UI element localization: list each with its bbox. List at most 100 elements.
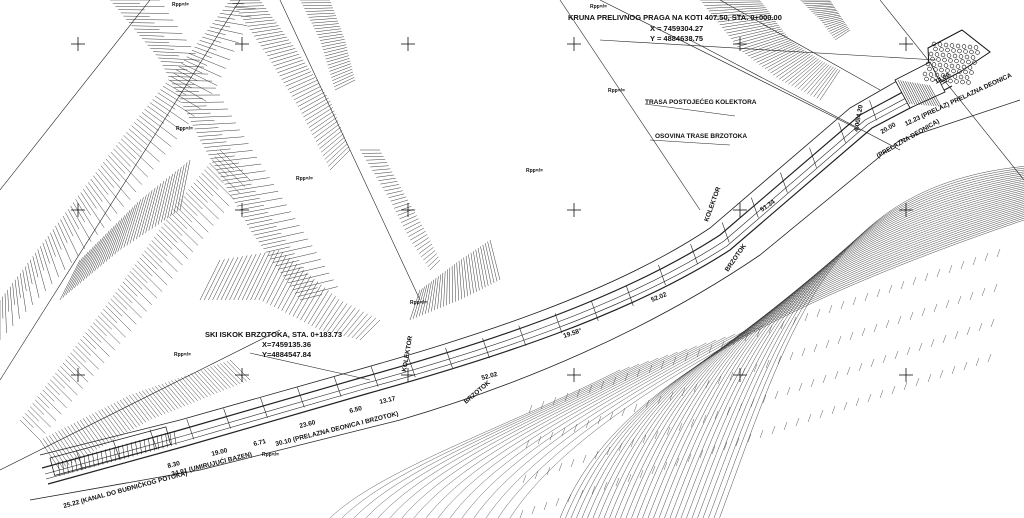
hatch-line [321, 39, 345, 44]
spot-elevation: Rpp=/= [608, 88, 625, 94]
hatch-line [126, 132, 160, 162]
hatch-line [160, 61, 184, 63]
hatch-line [285, 272, 308, 313]
riprap-stone [958, 54, 964, 59]
hatch-line [823, 19, 844, 26]
riprap-stone [942, 57, 947, 63]
riprap-stone [969, 70, 974, 75]
riprap-stone [945, 68, 950, 73]
contour-line [609, 203, 1024, 518]
hatch-line [168, 76, 192, 78]
riprap-stone [933, 46, 938, 52]
chute-section-mark [186, 419, 195, 440]
hatch-line [160, 89, 181, 103]
hatch-line [62, 362, 76, 376]
hatch-line [7, 289, 10, 312]
hatch-line [201, 172, 219, 190]
chute-section-mark [658, 264, 666, 286]
angle-label: 19.58° [562, 326, 583, 340]
hatch-line [116, 401, 137, 428]
hatch-line [77, 195, 91, 216]
hatch-line [178, 66, 218, 86]
hatch-line [204, 143, 249, 148]
slope-tick [693, 383, 698, 393]
hatch-line [828, 23, 847, 32]
hatch-line [277, 62, 306, 73]
slope-tick [567, 493, 572, 503]
hatch-line [219, 13, 252, 18]
slope-tick [657, 395, 662, 405]
hatch-line [831, 26, 849, 36]
chute-section-mark [518, 325, 527, 346]
hatch-line [152, 51, 196, 54]
hatch-line [212, 23, 231, 28]
hatch-line [155, 386, 176, 411]
hatch-line [126, 199, 141, 246]
hatch-line [103, 308, 118, 323]
hatch-line [321, 41, 346, 47]
hatch-line [388, 193, 405, 198]
hatch-line [123, 202, 139, 248]
hatch-line [158, 384, 179, 409]
hatch-line [52, 229, 62, 250]
hatch-line [55, 432, 76, 462]
slope-tick [804, 312, 809, 322]
hatch-line [173, 164, 185, 215]
slope-tick [867, 393, 872, 403]
hatch-line [52, 376, 66, 389]
slope-tick [918, 342, 923, 352]
slope-tick [843, 401, 848, 411]
hatch-line [739, 34, 787, 50]
contour-line [708, 169, 1024, 518]
hatch-line [163, 223, 194, 253]
hatch-line [164, 382, 185, 407]
hatch-line [165, 219, 183, 236]
hatch-line [113, 148, 131, 167]
structure-stripe [926, 84, 940, 107]
hatch-line [122, 281, 138, 297]
hatch-line [177, 378, 198, 402]
hatch-line [196, 179, 214, 197]
hatch-line [326, 143, 348, 164]
slope-tick [873, 323, 878, 333]
hatch-line [209, 162, 240, 194]
slope-tick [996, 248, 1001, 258]
hatch-line [68, 252, 89, 293]
contour-line [592, 208, 1024, 518]
riprap-stone [942, 78, 947, 83]
hatch-line [248, 218, 296, 229]
hatch-line [226, 183, 252, 189]
hatch-line [129, 197, 144, 244]
hatch-line [185, 192, 203, 210]
slope-tick [738, 402, 743, 412]
hatch-line [443, 271, 446, 307]
hatch-line [313, 120, 339, 139]
hatch-line [310, 113, 336, 132]
hatch-line [303, 100, 331, 118]
hatch-line [399, 212, 416, 220]
hatch-line [107, 405, 128, 433]
riprap-stone [963, 49, 968, 54]
hatch-line [446, 269, 448, 306]
hatch-line [706, 5, 765, 9]
hatch-line [816, 13, 840, 18]
hatch-line [250, 250, 275, 301]
slope-tick [561, 427, 566, 437]
chute-section-mark [690, 244, 698, 265]
hatch-line [773, 52, 809, 76]
hatch-line [80, 339, 105, 364]
hatch-line [813, 67, 836, 97]
hatch-line [62, 257, 83, 298]
slope-tick [579, 489, 584, 499]
hatch-line [468, 254, 474, 294]
spot-elevation: Rpp=/= [172, 2, 189, 8]
hatch-line [229, 359, 251, 381]
slope-tick [948, 264, 953, 274]
hatch-line [418, 243, 433, 254]
hatch-line [214, 162, 240, 167]
hatch-line [175, 205, 193, 223]
hatch-line [150, 48, 175, 50]
riprap-stone [970, 55, 976, 60]
hatch-line [46, 436, 67, 467]
hatch-line [108, 302, 123, 317]
